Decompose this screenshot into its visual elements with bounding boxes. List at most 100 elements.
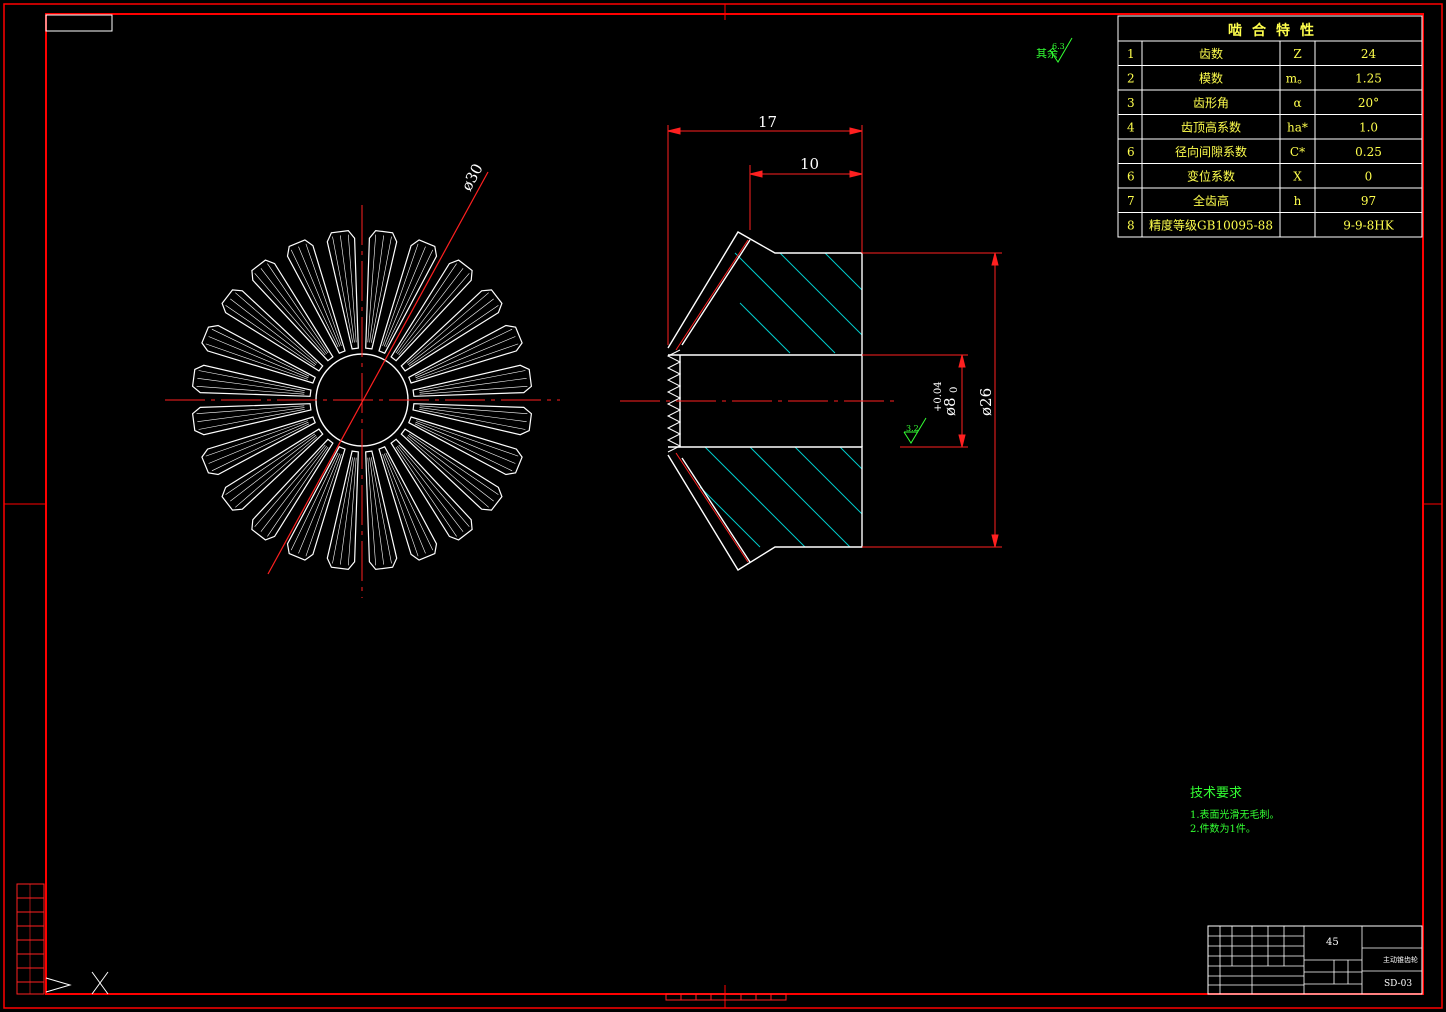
dim-outer-hub-diameter: ø26 bbox=[977, 388, 995, 416]
gear-tooth bbox=[251, 438, 334, 541]
tooth-line bbox=[267, 263, 329, 354]
tooth-line bbox=[254, 273, 326, 356]
mesh-row-value: 20° bbox=[1358, 96, 1379, 110]
gear-tooth bbox=[378, 239, 438, 354]
gear-tooth bbox=[408, 416, 523, 476]
tooth-line bbox=[385, 249, 434, 348]
tooth-line bbox=[198, 370, 305, 391]
mesh-row-name: 齿形角 bbox=[1193, 96, 1229, 110]
mesh-row-no: 6 bbox=[1127, 145, 1135, 159]
tooth-line bbox=[419, 378, 527, 393]
tooth-line bbox=[211, 423, 310, 472]
gear-tooth bbox=[408, 324, 523, 384]
mesh-row-name: 变位系数 bbox=[1187, 169, 1235, 184]
tooth-line bbox=[254, 444, 326, 527]
tooth-line bbox=[290, 452, 339, 551]
tooth-line bbox=[197, 407, 305, 422]
title-block: 45 主动锥齿轮 SD-03 bbox=[1207, 925, 1423, 995]
mesh-row-symbol: C* bbox=[1290, 145, 1305, 159]
tooth-line bbox=[416, 420, 519, 457]
tooth-line bbox=[395, 446, 457, 537]
gear-tooth bbox=[221, 289, 324, 372]
mesh-row-name: 全齿高 bbox=[1193, 193, 1229, 208]
tooth-line bbox=[332, 457, 353, 564]
mesh-row-symbol: ha* bbox=[1287, 121, 1308, 135]
title-material: 45 bbox=[1326, 937, 1339, 948]
tooth-line bbox=[367, 457, 376, 566]
dim-bore-diameter: ø8 bbox=[941, 397, 959, 416]
tooth-line bbox=[397, 445, 464, 532]
tooth-line bbox=[414, 423, 513, 472]
tooth-line bbox=[348, 457, 357, 566]
tooth-line bbox=[415, 336, 516, 379]
tooth-line bbox=[298, 453, 341, 554]
tooth-line bbox=[198, 409, 305, 430]
dim-hub-length: 10 bbox=[800, 155, 819, 173]
tooth-line bbox=[367, 234, 376, 343]
bottom-ruler bbox=[665, 993, 787, 1001]
tooth-line bbox=[369, 457, 384, 565]
tooth-line bbox=[406, 292, 489, 364]
tooth-line bbox=[419, 405, 528, 414]
tooth-line bbox=[385, 452, 434, 551]
gear-tooth bbox=[378, 446, 438, 561]
tooth-line bbox=[371, 457, 392, 564]
gear-tooth bbox=[412, 403, 533, 436]
dim-tip-diameter-label: ø30 bbox=[458, 161, 487, 194]
tooth-line bbox=[414, 328, 513, 377]
tooth-line bbox=[408, 305, 499, 367]
mesh-row-symbol: m。 bbox=[1286, 72, 1309, 86]
mesh-row-name: 齿顶高系数 bbox=[1181, 120, 1241, 135]
tooth-line bbox=[419, 386, 528, 395]
roughness-general: 其余 6.3 bbox=[1036, 37, 1073, 63]
dim-overall-length: 17 bbox=[758, 113, 777, 131]
tech-requirements: 技术要求 1.表面光滑无毛刺。 2.件数为1件。 bbox=[1190, 786, 1280, 835]
gear-tooth bbox=[201, 416, 316, 476]
gear-tooth bbox=[286, 239, 346, 354]
gear-tooth bbox=[365, 229, 398, 350]
title-part-name: 主动锥齿轮 bbox=[1383, 955, 1418, 964]
tooth-line bbox=[408, 433, 499, 495]
gear-tooth bbox=[326, 450, 359, 571]
tooth-line bbox=[260, 268, 327, 355]
gear-tooth bbox=[286, 446, 346, 561]
dim-bore-tol-upper: +0.04 bbox=[933, 381, 944, 412]
tooth-line bbox=[305, 454, 342, 557]
tooth-line bbox=[260, 445, 327, 532]
mesh-row-symbol: X bbox=[1293, 170, 1302, 184]
tech-req-item-1: 1.表面光滑无毛刺。 bbox=[1190, 808, 1280, 821]
mesh-row-value: 0.25 bbox=[1355, 145, 1382, 159]
tooth-line bbox=[398, 273, 470, 356]
tooth-line bbox=[267, 446, 329, 537]
roughness-general-value: 6.3 bbox=[1052, 42, 1065, 51]
mesh-row-value: 97 bbox=[1361, 194, 1376, 208]
mesh-row-name: 径向间隙系数 bbox=[1175, 144, 1247, 159]
mesh-row-value: 1.25 bbox=[1355, 72, 1382, 86]
gear-tooth bbox=[191, 364, 312, 397]
tooth-line bbox=[419, 407, 527, 422]
mesh-row-symbol: h bbox=[1294, 194, 1302, 208]
tooth-line bbox=[197, 378, 305, 393]
spline-profile bbox=[666, 349, 682, 453]
tooth-line bbox=[211, 328, 310, 377]
gear-teeth bbox=[191, 229, 533, 571]
tooth-line bbox=[407, 298, 494, 365]
dimension-lines bbox=[667, 125, 1002, 548]
tooth-line bbox=[397, 268, 464, 355]
tooth-line bbox=[290, 249, 339, 348]
tooth-line bbox=[369, 235, 384, 343]
gear-front-view: ø30 bbox=[165, 161, 560, 598]
tooth-line bbox=[395, 263, 457, 354]
tooth-line bbox=[340, 457, 355, 565]
tooth-line bbox=[196, 405, 305, 414]
tooth-line bbox=[298, 246, 341, 347]
tech-req-title: 技术要求 bbox=[1190, 786, 1242, 801]
hatching bbox=[699, 252, 863, 548]
tooth-line bbox=[305, 243, 342, 346]
tooth-line bbox=[208, 336, 309, 379]
mesh-row-no: 6 bbox=[1127, 170, 1135, 184]
dimension-tip-diameter bbox=[267, 171, 489, 575]
mesh-row-no: 8 bbox=[1127, 219, 1135, 233]
tooth-line bbox=[382, 243, 419, 346]
